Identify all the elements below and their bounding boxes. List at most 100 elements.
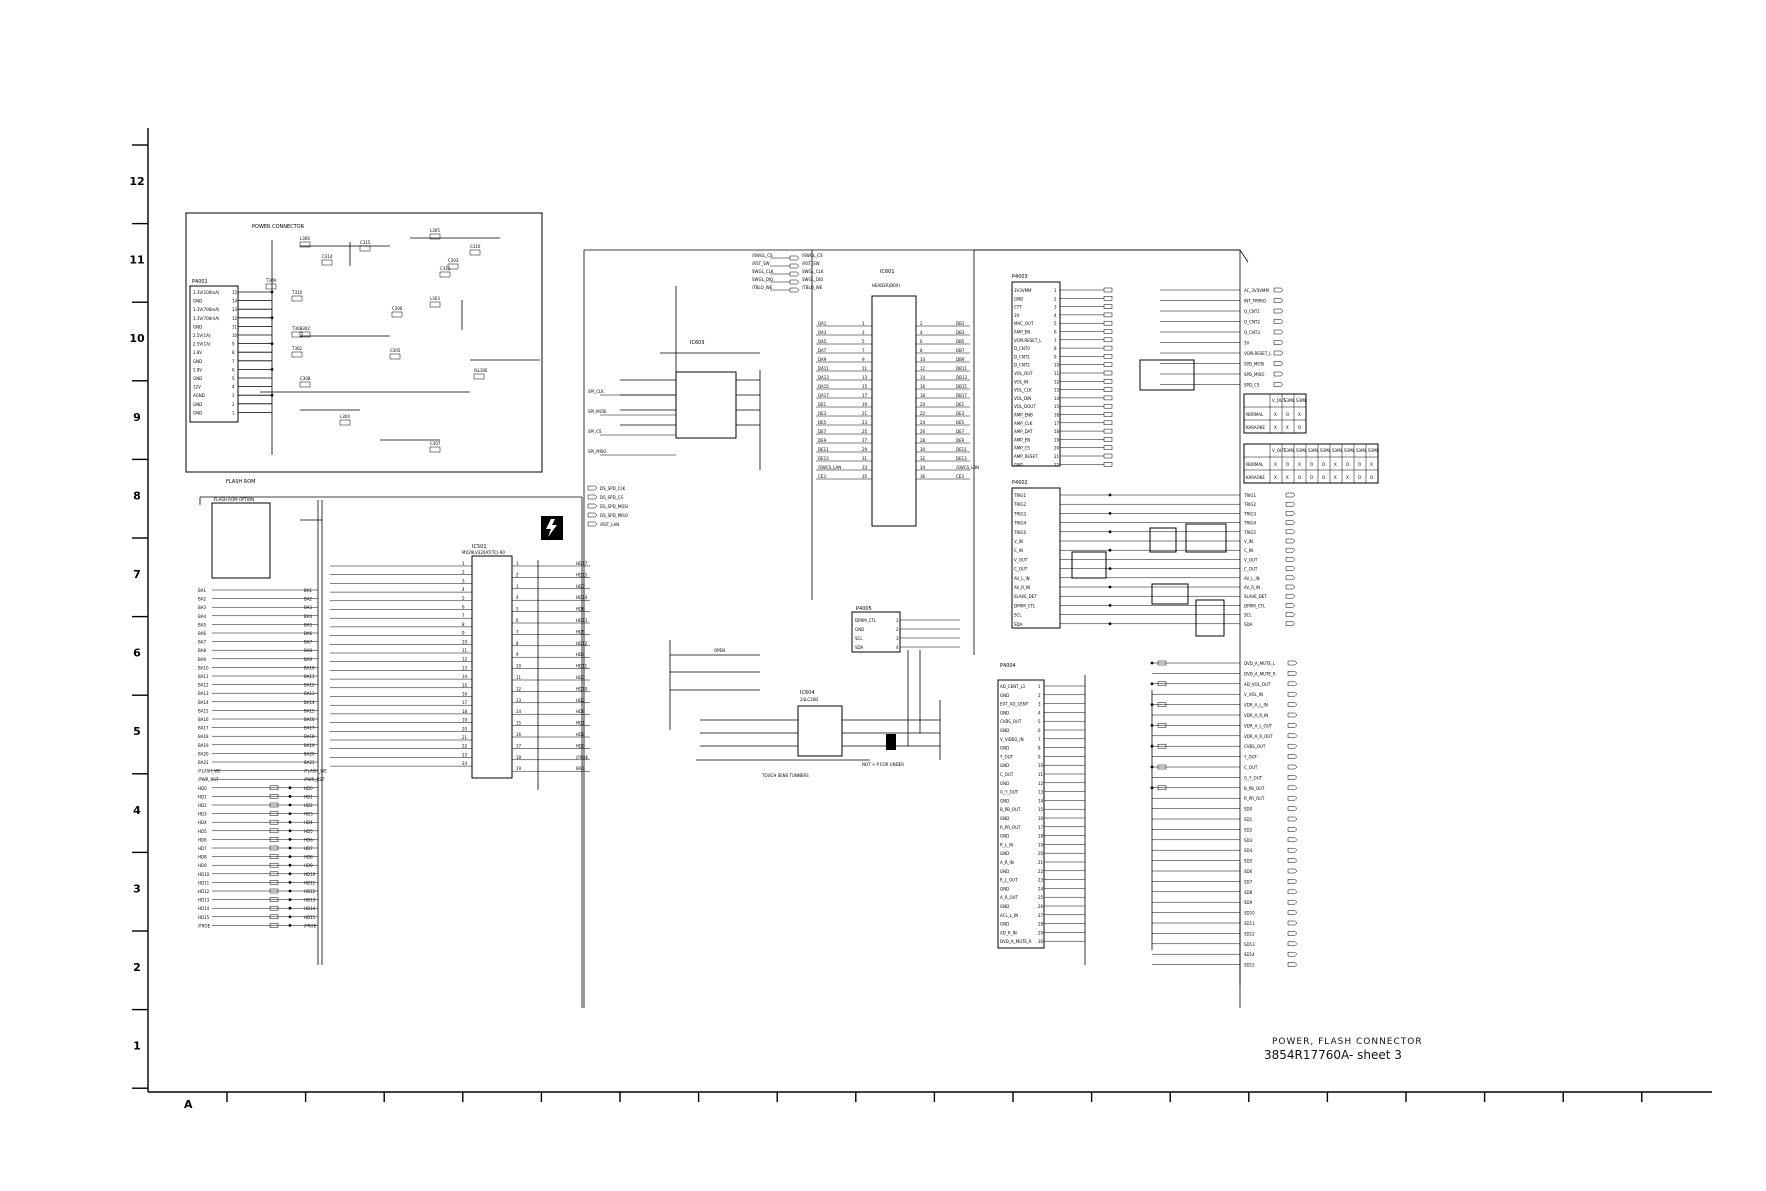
io-bot-pin-number: 4	[1038, 710, 1041, 715]
io-mid-net: AV_R_IN	[1244, 585, 1260, 590]
power-pin-label: GND	[193, 359, 202, 364]
eeprom-note: TOUCH SENS TUNNERS	[761, 773, 809, 778]
header-net-left: DE5	[818, 420, 827, 425]
io-bot-pin-number: 3	[1038, 702, 1041, 707]
table-cell: O	[1310, 462, 1313, 467]
header-pin-number: 24	[920, 420, 926, 425]
io-bot-right-net: SD13	[1244, 942, 1255, 947]
flash-left-net: BA9	[198, 657, 206, 662]
power-pin-number: 13	[232, 307, 238, 312]
eeprom-chip	[797, 705, 843, 757]
header-pin-number: 26	[920, 429, 926, 434]
flash-rom-option-box	[211, 502, 271, 579]
table-cell: X	[1346, 475, 1349, 480]
io-bot-right-net: SD1	[1244, 817, 1253, 822]
header-net-left: DE9	[818, 438, 827, 443]
flash-rom-chip-ref: IC501	[472, 544, 487, 550]
io-bot-right-net: SD10	[1244, 911, 1255, 916]
io-connector-mid	[1011, 487, 1061, 629]
header-net-right: DE1	[956, 402, 965, 407]
flash-left-net-bus: HD12	[304, 889, 316, 894]
io-top-pin-label: GND	[1014, 462, 1023, 467]
io-mid-pin-label: DPRM_CTL	[1014, 603, 1036, 608]
header-net-left: DA5	[818, 339, 827, 344]
header-net-left: DA15	[818, 384, 829, 389]
io-bot-right-net: VDR_A_R_IN	[1244, 713, 1268, 718]
flash-chip-pin: 15	[516, 721, 522, 726]
flash-chip-pin: 19	[516, 766, 522, 771]
esd-warning-symbol	[541, 516, 563, 540]
flash-left-net: BA7	[198, 640, 206, 645]
bus-net-left: /RST_SW	[752, 261, 770, 266]
io-bot-pin-number: 7	[1038, 737, 1041, 742]
io-top-right-net: O_CNT3	[1244, 330, 1260, 335]
power-pin-number: 10	[232, 333, 238, 338]
row-label: 7	[133, 568, 141, 581]
header-net-left: DA11	[818, 366, 829, 371]
io-top-pin-number: 5	[1054, 321, 1057, 326]
header-pin-number: 17	[862, 393, 868, 398]
flash-chip-pin: 19	[462, 718, 468, 723]
table-cell: O	[1358, 462, 1361, 467]
flash-right-net: HD3	[576, 675, 585, 680]
io-bot-pin-number: 11	[1038, 772, 1044, 777]
flash-left-net-bus: HD7	[304, 846, 313, 851]
table-header: S3ML	[1284, 448, 1296, 453]
io-top-pin-number: 7	[1054, 338, 1057, 343]
header-net-right: DB17	[956, 393, 967, 398]
header-net-left: DA1	[818, 321, 827, 326]
row-label: 11	[129, 254, 144, 267]
io-bot-pin-label: GND	[1000, 781, 1009, 786]
flash-left-net-bus: BA9	[304, 657, 312, 662]
flash-left-net: BA14	[198, 700, 209, 705]
table-cell: X	[1286, 475, 1289, 480]
io-bot-pin-number: 5	[1038, 719, 1041, 724]
flash-right-net: HD10	[576, 686, 588, 691]
header-pin-number: 23	[862, 420, 868, 425]
power-component-label: C306	[392, 306, 403, 311]
header-net-right: DB13	[956, 375, 967, 380]
io-top-right-net: 3V	[1244, 341, 1250, 346]
header-net-right: CE3	[956, 474, 964, 479]
io-mid-net: TRIG1	[1243, 493, 1257, 498]
spd-pin-number: 1	[896, 618, 899, 623]
flash-chip-pin: 17	[462, 700, 468, 705]
power-component-label: L303	[430, 296, 440, 301]
io-top-right-net: AC_3V3VMM	[1244, 288, 1269, 293]
flash-left-net: HD14	[198, 906, 210, 911]
table-cell: O	[1310, 475, 1313, 480]
flash-left-net-bus: BA13	[304, 691, 315, 696]
sheet-frame	[147, 128, 1712, 1093]
flash-left-net-bus: BA4	[304, 614, 312, 619]
flash-left-net: BA2	[198, 597, 206, 602]
io-top-pin-label: VOL_DOUT	[1014, 404, 1036, 409]
flash-left-net-bus: BA16	[304, 717, 315, 722]
io-bot-pin-label: GND	[1000, 693, 1009, 698]
spi-net: SPI_MOSI	[588, 409, 606, 414]
header-net-right: DE13	[956, 456, 967, 461]
io-bot-pin-number: 2	[1038, 693, 1041, 698]
header-pin-number: 9	[862, 357, 865, 362]
flash-left-net: BA10	[198, 665, 209, 670]
io-top-pin-label: D_CNT1	[1014, 354, 1030, 359]
io-mid-pin-label: AV_R_IN	[1014, 585, 1030, 590]
io-bot-pin-number: 9	[1038, 754, 1041, 759]
io-mid-net: V_IN	[1244, 539, 1253, 544]
io-bot-right-nets: DVD_A_MUTE_LDVD_A_MUTE_RAD_VOL_OUTV_VOL_…	[1150, 660, 1298, 968]
header-net-right: DB11	[956, 366, 967, 371]
flash-left-net-bus: HD0	[304, 786, 313, 791]
io-bot-pin-number: 22	[1038, 869, 1044, 874]
io-bot-right-net: SD5	[1244, 859, 1253, 864]
io-mid-net: TRIG4	[1243, 521, 1257, 526]
flash-chip-pin: 1	[462, 561, 465, 566]
flash-left-net-bus: BA3	[304, 605, 312, 610]
header-pin-number: 5	[862, 339, 865, 344]
flash-left-net-bus: BA11	[304, 674, 315, 679]
io-connector-bot-ref: P4004	[1000, 663, 1016, 669]
flash-left-net-bus: HD14	[304, 906, 316, 911]
io-bot-right-net: B_PB_OUT	[1244, 786, 1265, 791]
